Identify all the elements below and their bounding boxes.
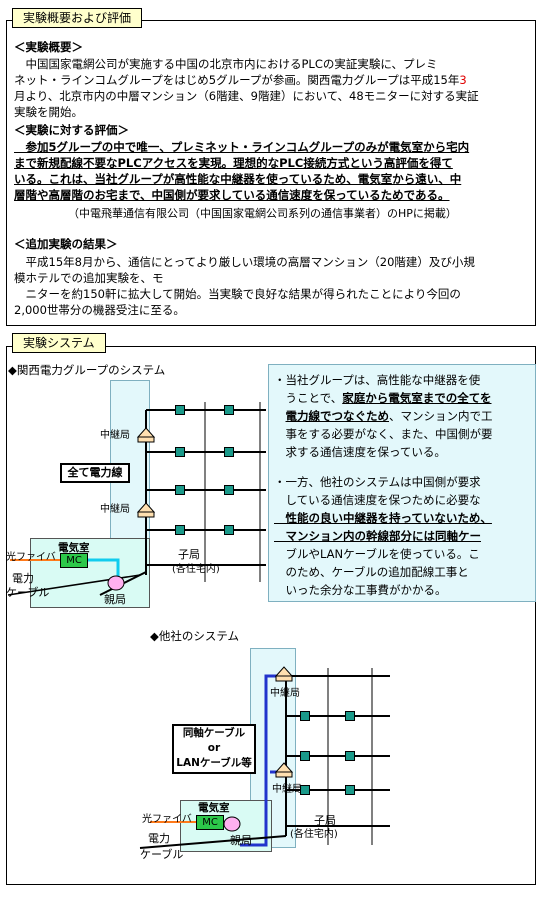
other-coax-line-3: LANケーブル等 bbox=[176, 757, 252, 769]
kansai-system-title: ◆関西電力グループのシステム bbox=[8, 363, 166, 377]
other-child-label: 子局 bbox=[314, 814, 336, 827]
evaluation-line-3: いる。これは、当社グループが高性能な中継器を使っているため、電気室から遠い、中 bbox=[14, 172, 462, 186]
other-mc-box: MC bbox=[196, 815, 224, 830]
other-system-title: ◆他社のシステム bbox=[150, 629, 239, 643]
kansai-child-label: 子局 bbox=[178, 548, 200, 561]
note-p2-line-3: 性能の良い中継器を持っていないため、 bbox=[274, 511, 492, 525]
note-p1-line-5: 求する通信速度を保っている。 bbox=[274, 445, 446, 459]
system-tab-label: 実験システム bbox=[12, 333, 106, 353]
other-fiber-label: 光ファイバ bbox=[142, 814, 192, 825]
note-p2-line-1: ・一方、他社のシステムは中国側が要求 bbox=[274, 475, 481, 489]
kansai-fiber-label: 光ファイバ bbox=[6, 552, 56, 563]
evaluation-line-2: まで新規配線不要なPLCアクセスを実現。理想的なPLC接続方式という高評価を得て bbox=[14, 156, 453, 170]
other-coax-line-2: or bbox=[207, 742, 221, 754]
evaluation-source: （中電飛華通信有限公司（中国国家電網公司系列の通信事業者）のHPに掲載） bbox=[68, 207, 457, 220]
note-p2-line-5: ブルやLANケーブルを使っている。こ bbox=[274, 547, 480, 561]
additional-line-2: 模ホテルでの追加実験を、モ bbox=[14, 271, 164, 285]
kansai-relay-lower-label: 中継局 bbox=[100, 504, 130, 515]
kansai-child-node bbox=[224, 525, 234, 535]
other-relay-lower-label: 中継局 bbox=[272, 784, 302, 795]
additional-line-1: 平成15年8月から、通信にとってより厳しい環境の高層マンション（20階建）及び小… bbox=[14, 255, 475, 269]
note-p2-line-7: いった余分な工事費がかかる。 bbox=[274, 583, 447, 597]
other-coax-line-1: 同軸ケーブル bbox=[182, 727, 246, 739]
note-p1-line-2: うことで、家庭から電気室までの全てを bbox=[274, 391, 492, 405]
evaluation-line-1: 参加5グループの中で唯一、プレミネット・ラインコムグループのみが電気室から宅内 bbox=[14, 140, 470, 154]
system-note-box bbox=[268, 364, 536, 602]
note-p2-line-2: している通信速度を保つために必要な bbox=[274, 493, 481, 507]
kansai-child-node bbox=[224, 405, 234, 415]
kansai-child-node bbox=[175, 525, 185, 535]
other-relay-upper-label: 中継局 bbox=[270, 688, 300, 699]
kansai-all-power-line-label: 全て電力線 bbox=[60, 463, 130, 483]
kansai-child-sub-label: (各住宅内) bbox=[172, 564, 220, 575]
kansai-child-node bbox=[224, 447, 234, 457]
note-p1-line-3: 電力線でつなぐため、マンション内で工 bbox=[285, 409, 493, 423]
note-p1-emph-2: 電力線でつなぐため bbox=[285, 409, 390, 423]
additional-line-3: ニターを約150軒に拡大して開始。当実験で良好な結果が得られたことにより今回の bbox=[14, 287, 461, 301]
overview-line-1: 中国国家電網公司が実施する中国の北京市内におけるPLCの実証実験に、プレミ bbox=[14, 57, 438, 71]
kansai-parent-label: 親局 bbox=[104, 593, 126, 606]
additional-heading: ＜追加実験の結果＞ bbox=[14, 237, 118, 251]
other-cable-label: ケーブル bbox=[140, 848, 184, 861]
kansai-cable-label: ケーブル bbox=[6, 586, 50, 599]
kansai-electric-room bbox=[30, 538, 150, 608]
overview-panel bbox=[6, 20, 536, 326]
kansai-electric-room-label: 電気室 bbox=[58, 542, 90, 554]
overview-line-3: 月より、北京市内の中層マンション（6階建、9階建）において、48モニターに対する… bbox=[14, 89, 479, 103]
other-child-node bbox=[345, 751, 355, 761]
overview-tab-label: 実験概要および評価 bbox=[12, 8, 143, 28]
evaluation-heading: ＜実験に対する評価＞ bbox=[14, 123, 129, 137]
kansai-child-node bbox=[224, 485, 234, 495]
kansai-child-node bbox=[175, 447, 185, 457]
note-p2-line-4: マンション内の幹線部分には同軸ケー bbox=[274, 529, 481, 543]
other-child-node bbox=[345, 785, 355, 795]
other-child-node bbox=[345, 711, 355, 721]
note-p1-line-1: ・当社グループは、高性能な中継器を使 bbox=[274, 373, 481, 387]
overview-red-digit: 3 bbox=[459, 73, 467, 87]
kansai-child-node bbox=[175, 485, 185, 495]
other-coax-label: 同軸ケーブル or LANケーブル等 bbox=[172, 724, 256, 774]
other-electric-room-label: 電気室 bbox=[198, 802, 230, 814]
note-p1-emph-1: 家庭から電気室までの全てを bbox=[342, 391, 492, 405]
kansai-mc-box: MC bbox=[60, 553, 88, 568]
overview-line-2: ネット・ラインコムグループをはじめ5グループが参画。関西電力グループは平成15年… bbox=[14, 73, 467, 87]
note-p2-line-6: のため、ケーブルの追加配線工事と bbox=[274, 565, 469, 579]
other-parent-label: 親局 bbox=[230, 834, 252, 847]
other-child-node bbox=[300, 711, 310, 721]
kansai-relay-upper-label: 中継局 bbox=[100, 430, 130, 441]
other-child-sub-label: (各住宅内) bbox=[290, 829, 338, 840]
additional-line-4: 2,000世帯分の機器受注に至る。 bbox=[14, 303, 185, 317]
evaluation-line-4: 層階や高層階のお宅まで、中国側が要求している通信速度を保っているためである。 bbox=[14, 188, 450, 202]
kansai-child-node bbox=[175, 405, 185, 415]
other-child-node bbox=[300, 751, 310, 761]
other-power-label: 電力 bbox=[148, 832, 170, 845]
overview-line-4: 実験を開始。 bbox=[14, 105, 83, 119]
note-p1-line-4: 事をする必要がなく、また、中国側が要 bbox=[274, 427, 493, 441]
kansai-power-label: 電力 bbox=[12, 572, 34, 585]
overview-heading: ＜実験概要＞ bbox=[14, 40, 83, 54]
other-child-node bbox=[300, 785, 310, 795]
